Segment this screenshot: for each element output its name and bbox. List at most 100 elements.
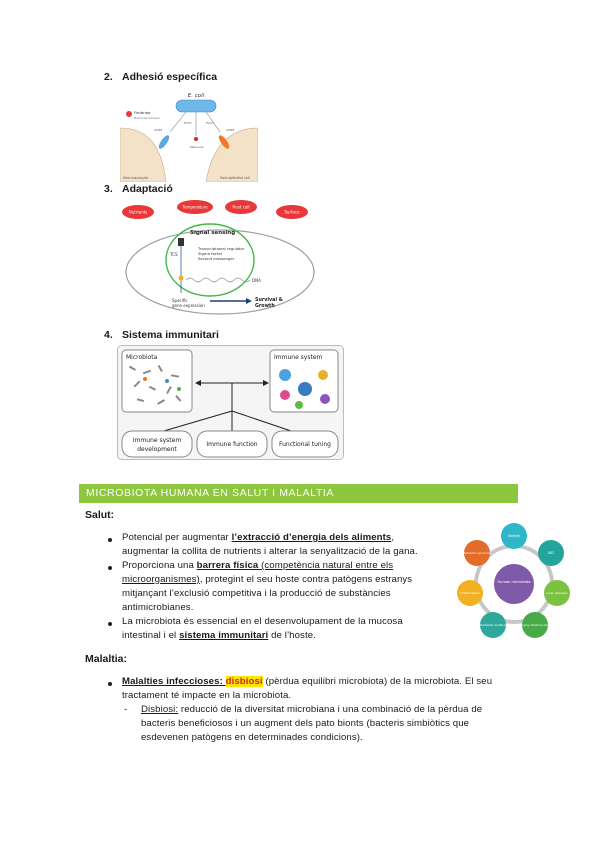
- salut-bullet-1: Potencial per augmentar l’extracció d’en…: [122, 531, 442, 559]
- text: intestinal i el: [122, 630, 180, 641]
- signal-label: Host cell: [232, 205, 249, 210]
- signal-sensing-ring: [165, 223, 255, 297]
- growth-label: Growth: [255, 303, 275, 309]
- bullet-dot: [108, 566, 112, 570]
- emphasis-text: barrera física: [196, 560, 259, 571]
- tuning-box: [271, 430, 339, 458]
- fig-label: CD48: [226, 128, 234, 132]
- text: antimicrobianes.: [122, 602, 194, 613]
- signal-pill: [177, 200, 213, 214]
- banner-title: MICROBIOTA HUMANA EN SALUT I MALALTIA: [86, 487, 334, 499]
- ecoli-label: E. coli: [188, 93, 205, 99]
- fig-label: FimH: [184, 121, 192, 125]
- receptor-left: [158, 135, 170, 149]
- host-epithelial-cell: [205, 127, 258, 182]
- fig-label: Mannose: [190, 145, 204, 149]
- malaltia-heading: Malaltia:: [85, 653, 128, 665]
- highlighted-text: disbiosi: [225, 676, 263, 687]
- malaltia-subbullet-1: Disbiosi: reducció de la diversitat micr…: [141, 703, 521, 745]
- regulator-label: Second messenger: [198, 256, 235, 261]
- fig-label: FimH: [206, 121, 214, 125]
- text: ,: [391, 532, 395, 543]
- wheel-node: [522, 612, 548, 638]
- ecoli-bacterium: [175, 99, 217, 113]
- salut-heading: Salut:: [85, 509, 115, 521]
- wheel-center-label: Human microbiota: [497, 580, 530, 584]
- immune-cell: [318, 370, 328, 380]
- gene-expression-label: gene expression: [172, 303, 205, 308]
- receptor-right: [218, 135, 230, 149]
- development-label-2: development: [137, 446, 177, 453]
- text: (pèrdua equilibri microbiota) de la micr…: [262, 676, 493, 687]
- wheel-node-label: Diabetes mellitus: [480, 623, 507, 627]
- signal-pill: [122, 205, 154, 219]
- wheel-node-label: Liver diseases: [546, 591, 568, 595]
- emphasis-text: sistema immunitari: [179, 630, 269, 641]
- dash-marker: -: [124, 704, 128, 715]
- right-cell-label: Host epithelial cell: [220, 176, 250, 180]
- immune-cell: [295, 401, 303, 409]
- wheel-node: [501, 523, 527, 549]
- function-box: [196, 430, 268, 458]
- underlined-text: (competència natural entre els: [258, 560, 394, 571]
- wheel-node-label: Emerging infectious disease: [517, 623, 554, 627]
- signal-pill: [276, 205, 308, 219]
- bullet-dot: [108, 622, 112, 626]
- development-label-1: Immune system: [133, 437, 182, 444]
- text: Potencial per augmentar: [122, 532, 232, 543]
- microbiota-box: [121, 349, 193, 413]
- bullet-dot: [108, 682, 112, 686]
- signal-label: Nutrients: [129, 210, 148, 215]
- regulator-label: Sigma factor: [198, 251, 223, 256]
- immune-cell: [298, 382, 312, 396]
- section-title: Sistema immunitari: [122, 329, 219, 341]
- wheel-node-label: Metabolic syndrome: [463, 551, 492, 555]
- section-title: Adhesió específica: [122, 71, 218, 83]
- section-heading-sistema-immunitari: 4.Sistema immunitari: [104, 329, 219, 341]
- signal-pill: [225, 200, 257, 214]
- underlined-text: microorganismes): [122, 574, 200, 585]
- underlined-text: Disbiosi:: [141, 704, 179, 715]
- immune-cell: [279, 369, 291, 381]
- salut-heading-text: Salut: [85, 509, 111, 521]
- text: , protegint el seu hoste contra patògens…: [199, 574, 413, 585]
- arrow-head: [246, 298, 252, 304]
- bullet-dot: [108, 538, 112, 542]
- development-box: [121, 430, 193, 458]
- section-title: Adaptació: [122, 183, 173, 195]
- adaptation-figure: Nutrients Temperature Host cell Surface …: [122, 200, 315, 315]
- text: La microbiota és essencial en el desenvo…: [122, 616, 403, 627]
- section-heading-adaptacio: 3.Adaptació: [104, 183, 173, 195]
- tcs-label: TCS: [169, 252, 178, 257]
- text: :: [219, 676, 226, 687]
- host-macrocyte-cell: [120, 127, 167, 182]
- left-cell-label: Host macrocyte: [123, 176, 148, 180]
- legend-label: Fimbriae: [134, 110, 151, 115]
- signal-label: Surface: [284, 210, 300, 215]
- emphasis-text: l’extracció d’energia dels aliments: [231, 532, 392, 543]
- adhesion-figure: E. coli Fimbriae Bacterial adhesin CD48 …: [120, 86, 258, 182]
- wheel-node-label: Inflammation: [460, 591, 480, 595]
- fimbriae-legend-dot: [126, 111, 132, 117]
- wheel-node-label: IBD: [548, 551, 554, 555]
- signal-sensing-label: Signal sensing: [190, 230, 235, 236]
- tcs-sensor: [178, 238, 184, 246]
- regulator-dot: [178, 275, 184, 281]
- immune-cell: [280, 390, 290, 400]
- arrow-head: [195, 380, 201, 386]
- microbiota-label: Microbiota: [126, 354, 158, 361]
- mannose-marker: [194, 137, 198, 141]
- cell-membrane: [125, 229, 315, 315]
- wheel-node: [544, 580, 570, 606]
- text: esdevenen patògens en determinades condi…: [141, 732, 363, 743]
- section-heading-adhesio: 2.Adhesió específica: [104, 71, 217, 83]
- text: de l’hoste.: [268, 630, 316, 641]
- fig-label: CD48: [154, 128, 162, 132]
- wheel-node-label: Obesity: [508, 534, 520, 538]
- text: bacteris beneficiosos i un augment dels …: [141, 718, 470, 729]
- regulator-label: Transcriptional regulator: [197, 246, 245, 251]
- microbiota-particles: [128, 364, 182, 405]
- function-label: Immune function: [206, 441, 257, 448]
- emphasis-text: Malalties infeccioses: [122, 676, 220, 687]
- malaltia-heading-text: Malaltia: [85, 653, 124, 665]
